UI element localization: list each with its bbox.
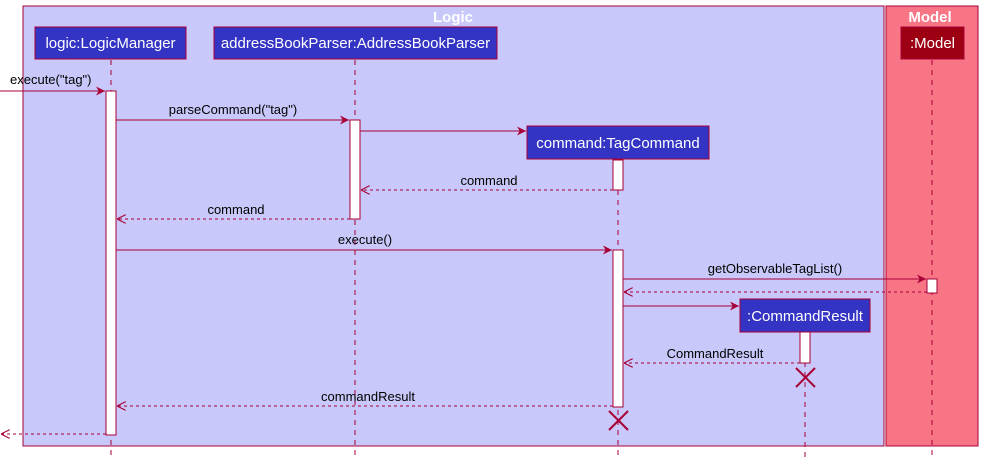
label-return-command-1: command — [460, 173, 517, 188]
label-execute: execute() — [338, 232, 392, 247]
activation-model — [926, 278, 938, 294]
logic-frame: Logic — [22, 5, 885, 447]
participant-command-result: :CommandResult — [739, 298, 871, 333]
activation-command-result — [799, 331, 811, 364]
label-execute-tag: execute("tag") — [10, 72, 92, 87]
participant-parser-label: addressBookParser:AddressBookParser — [221, 35, 490, 52]
activation-tag-command-2 — [612, 249, 624, 408]
participant-tag-command-label: command:TagCommand — [536, 135, 699, 152]
participant-logic-manager: logic:LogicManager — [34, 26, 187, 60]
participant-model: :Model — [900, 26, 965, 60]
label-return-command-result: CommandResult — [667, 346, 764, 361]
activation-tag-command-1 — [612, 159, 624, 191]
participant-model-label: :Model — [910, 35, 955, 52]
destroy-command-result — [795, 367, 816, 388]
participant-command-result-label: :CommandResult — [747, 308, 864, 325]
activation-logic-manager — [105, 90, 117, 436]
model-frame-title: Model — [908, 9, 951, 26]
label-parse-command: parseCommand("tag") — [169, 102, 297, 117]
label-return-command-2: command — [207, 202, 264, 217]
participant-logic-manager-label: logic:LogicManager — [45, 35, 175, 52]
participant-parser: addressBookParser:AddressBookParser — [213, 26, 498, 60]
label-get-tag-list: getObservableTagList() — [708, 261, 842, 276]
activations — [105, 90, 938, 436]
messages — [0, 86, 927, 434]
activation-parser — [349, 119, 361, 220]
participant-tag-command: command:TagCommand — [526, 125, 710, 160]
label-return-result: commandResult — [321, 389, 415, 404]
destroy-tag-command — [608, 410, 629, 431]
logic-frame-title: Logic — [433, 9, 473, 26]
